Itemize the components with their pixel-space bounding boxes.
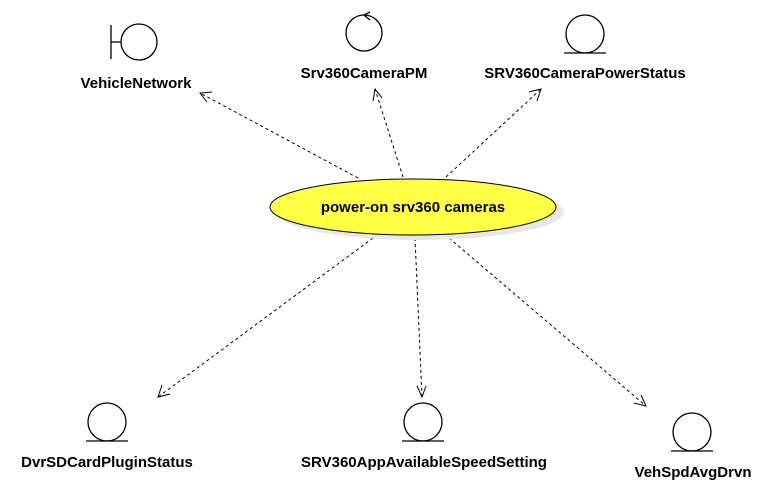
- dependency-dvr-sd-card-plugin-status: [157, 237, 374, 398]
- entity-icon: [671, 412, 713, 452]
- control-icon: [345, 11, 383, 52]
- element-srv360-app-available-speed-setting[interactable]: SRV360AppAvailableSpeedSetting: [301, 402, 547, 471]
- use-case-ellipse: [269, 178, 557, 236]
- entity-icon: [564, 14, 606, 54]
- element-label: DvrSDCardPluginStatus: [21, 454, 193, 471]
- element-label: SRV360CameraPowerStatus: [484, 65, 686, 82]
- entity-icon: [402, 402, 444, 442]
- element-srv360-camera-pm[interactable]: Srv360CameraPM: [301, 11, 428, 82]
- element-veh-spd-avg-drvn[interactable]: VehSpdAvgDrvn: [635, 412, 752, 481]
- element-label: VehSpdAvgDrvn: [635, 464, 752, 481]
- element-label: SRV360AppAvailableSpeedSetting: [301, 454, 547, 471]
- element-srv360-camera-power-status[interactable]: SRV360CameraPowerStatus: [484, 14, 686, 82]
- boundary-icon: [110, 23, 158, 61]
- use-case-label: power-on srv360 cameras: [321, 199, 505, 216]
- dependency-srv360-app-available-speed-setting: [414, 237, 427, 399]
- element-dvr-sd-card-plugin-status[interactable]: DvrSDCardPluginStatus: [21, 402, 193, 471]
- dependency-srv360-camera-pm: [372, 87, 404, 178]
- dependency-vehicle-network: [199, 91, 359, 179]
- dependency-srv360-camera-power-status: [445, 88, 542, 178]
- element-label: Srv360CameraPM: [301, 65, 428, 82]
- element-vehicle-network[interactable]: VehicleNetwork: [81, 23, 193, 92]
- dependency-veh-spd-avg-drvn: [448, 237, 647, 407]
- use-case-power-on-srv360-cameras[interactable]: power-on srv360 cameras: [269, 178, 564, 240]
- element-label: VehicleNetwork: [81, 75, 193, 92]
- entity-icon: [86, 402, 128, 442]
